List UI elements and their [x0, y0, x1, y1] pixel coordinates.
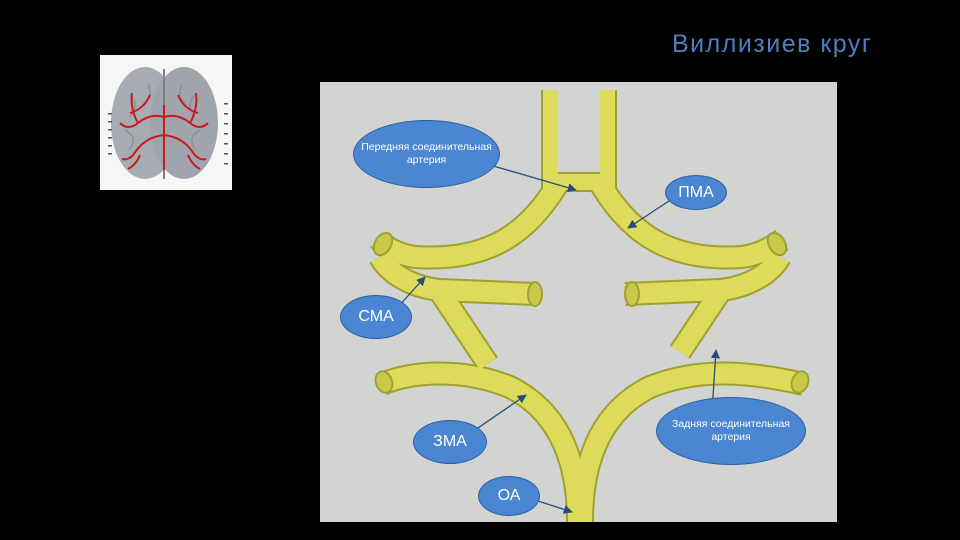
label-basilar-artery: ОА — [478, 476, 540, 516]
slide-title: Виллизиев круг — [672, 30, 873, 58]
label-anterior-communicating-artery: Передняя соединительная артерия — [353, 120, 500, 188]
brain-arteries-icon — [100, 55, 232, 190]
label-aca: ПМА — [665, 175, 727, 210]
label-mca: СМА — [340, 295, 412, 339]
label-posterior-communicating-artery: Задняя соединительная артерия — [656, 397, 806, 465]
label-pca: ЗМА — [413, 420, 487, 464]
brain-thumbnail — [100, 55, 232, 190]
